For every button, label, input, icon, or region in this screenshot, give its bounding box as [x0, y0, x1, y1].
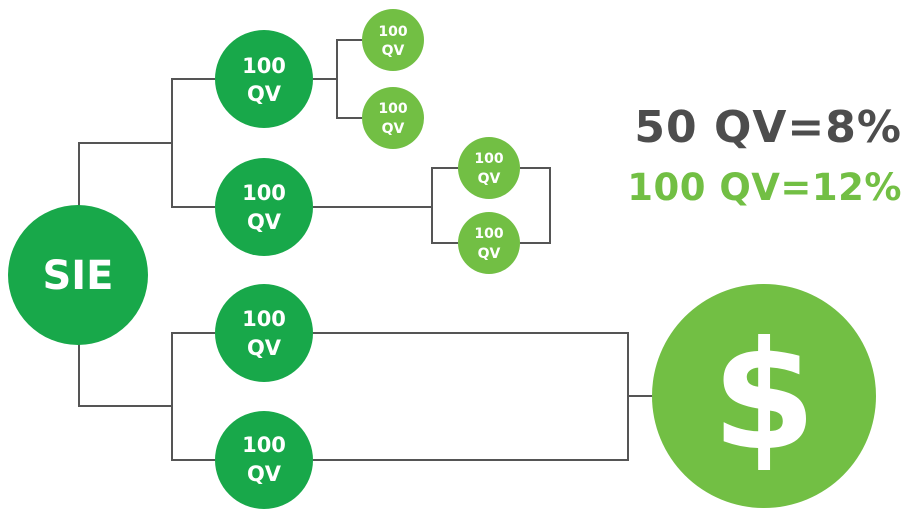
rate-100qv: 100 QV=12%	[627, 166, 902, 209]
sub-unit: QV	[478, 171, 501, 187]
leg-node: 100 QV	[215, 30, 313, 128]
connector-lines	[78, 39, 652, 461]
leg-value: 100	[242, 54, 286, 78]
sub-circle	[458, 137, 520, 199]
leg-unit: QV	[247, 82, 282, 106]
leg-circle	[215, 284, 313, 382]
payout-circle	[652, 284, 876, 508]
sub-circle	[362, 87, 424, 149]
sub-node: 100 QV	[458, 137, 520, 199]
leg-unit: QV	[247, 210, 282, 234]
leg2-sub-connector	[431, 167, 458, 244]
leg-circle	[215, 30, 313, 128]
leg-node: 100 QV	[215, 284, 313, 382]
leg-value: 100	[242, 307, 286, 331]
leg-unit: QV	[247, 462, 282, 486]
leg-unit: QV	[247, 336, 282, 360]
sub-circle	[362, 9, 424, 71]
leg-value: 100	[242, 181, 286, 205]
root-lower-connector	[78, 320, 172, 407]
root-upper-connector	[78, 142, 172, 230]
sub-value: 100	[378, 24, 407, 40]
sub-unit: QV	[382, 43, 405, 59]
leg-circle	[215, 158, 313, 256]
root-node: SIE	[8, 205, 148, 345]
sub-value: 100	[378, 101, 407, 117]
sub-node: 100 QV	[458, 212, 520, 274]
lower-branch-connector	[171, 332, 215, 461]
sub-node: 100 QV	[362, 87, 424, 149]
leg-value: 100	[242, 433, 286, 457]
payout-node: $	[652, 284, 876, 508]
leg1-sub-connector	[336, 39, 362, 119]
leg-node: 100 QV	[215, 158, 313, 256]
sub-value: 100	[474, 226, 503, 242]
leg-node: 100 QV	[215, 411, 313, 509]
sub-circle	[458, 212, 520, 274]
leg-circle	[215, 411, 313, 509]
root-label: SIE	[42, 253, 113, 299]
sub-node: 100 QV	[362, 9, 424, 71]
sub-value: 100	[474, 151, 503, 167]
leg3-payout-connector	[313, 332, 629, 461]
root-circle	[8, 205, 148, 345]
leg2-sub-right-connector	[520, 167, 551, 244]
sub-unit: QV	[478, 246, 501, 262]
upper-branch-connector	[171, 78, 215, 208]
sub-unit: QV	[382, 121, 405, 137]
rate-50qv: 50 QV=8%	[634, 102, 902, 153]
dollar-icon: $	[712, 310, 816, 484]
